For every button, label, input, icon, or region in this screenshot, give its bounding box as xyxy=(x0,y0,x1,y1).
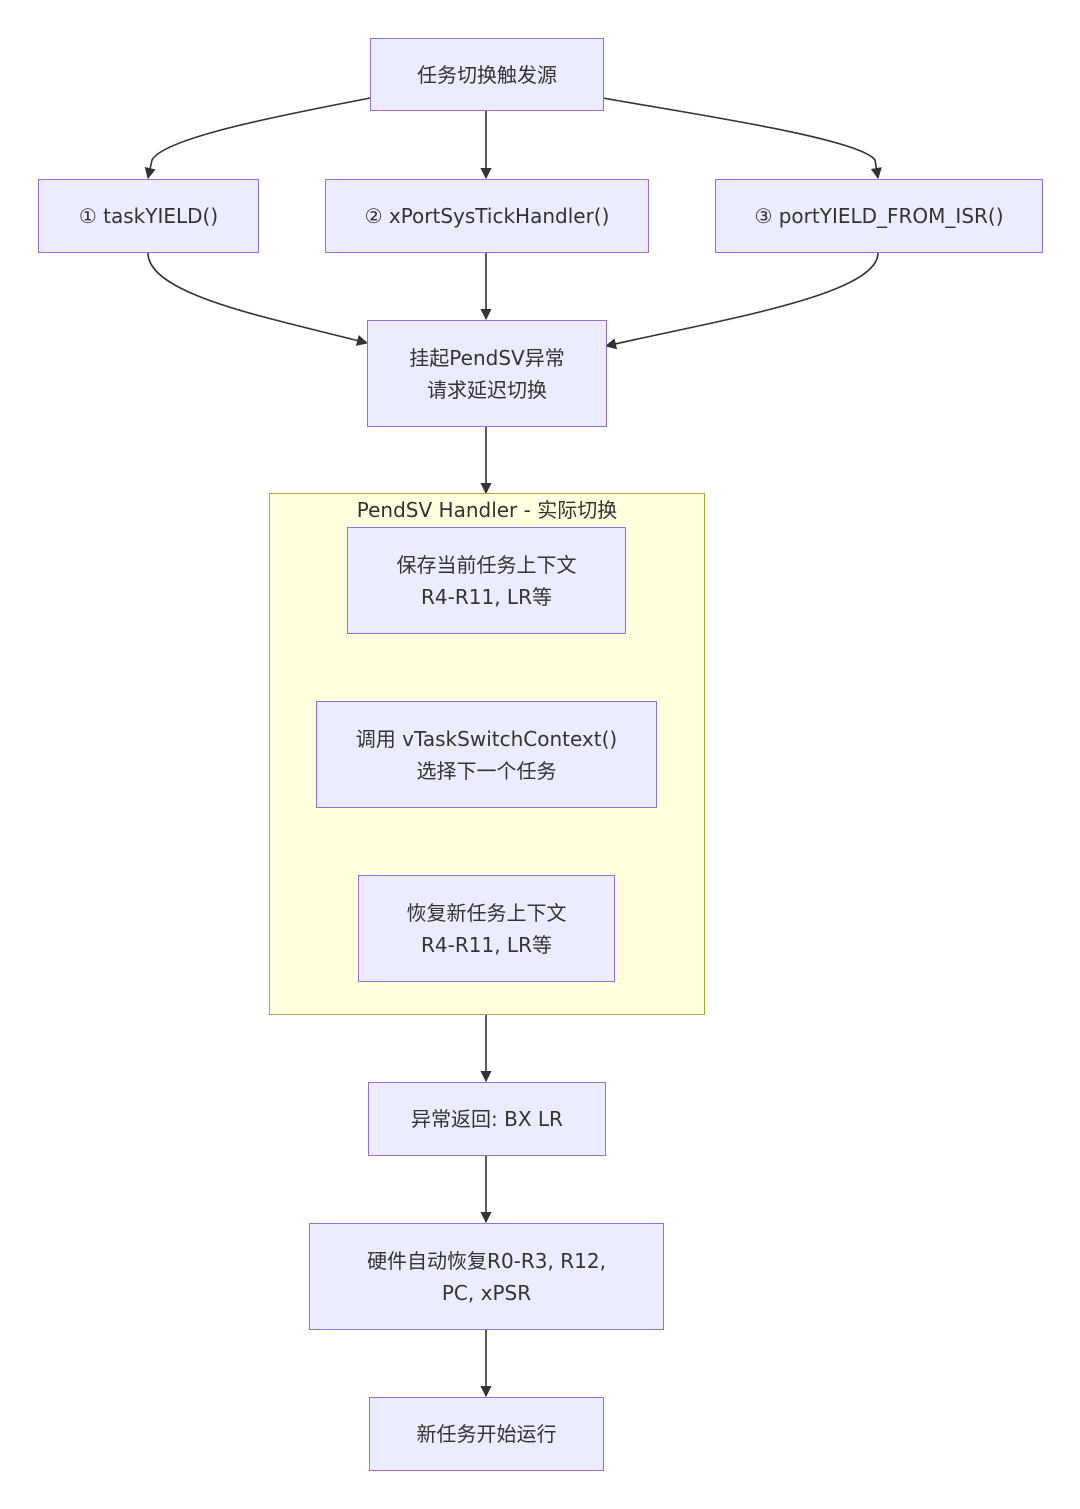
node-task-run: 新任务开始运行 xyxy=(369,1397,604,1471)
node-label-line-1: 挂起PendSV异常 xyxy=(409,345,565,370)
node-switch-context: 调用 vTaskSwitchContext() 选择下一个任务 xyxy=(316,701,657,808)
edge-isr-to-pendsv xyxy=(604,252,879,350)
node-label: ② xPortSysTickHandler() xyxy=(364,204,610,228)
node-label-line-2: 请求延迟切换 xyxy=(427,377,547,402)
node-exception-return: 异常返回: BX LR xyxy=(368,1082,606,1156)
edge-trigger-to-isr xyxy=(602,97,882,180)
node-label-line-1: 保存当前任务上下文 xyxy=(396,552,577,577)
node-save-context: 保存当前任务上下文 R4-R11, LR等 xyxy=(347,527,626,634)
node-hw-restore: 硬件自动恢复R0-R3, R12, PC, xPSR xyxy=(309,1223,664,1330)
node-label: 异常返回: BX LR xyxy=(411,1107,563,1131)
node-label: ① taskYIELD() xyxy=(78,204,219,228)
node-label-line-2: 选择下一个任务 xyxy=(416,758,557,783)
node-trigger-source: 任务切换触发源 xyxy=(370,38,604,111)
node-label: ③ portYIELD_FROM_ISR() xyxy=(754,204,1004,228)
node-label: 任务切换触发源 xyxy=(417,62,557,87)
edge-taskyield-to-pendsv xyxy=(147,252,369,346)
node-restore-context: 恢复新任务上下文 R4-R11, LR等 xyxy=(358,875,615,982)
node-label-line-2: R4-R11, LR等 xyxy=(421,932,552,957)
edge-trigger-to-taskyield xyxy=(144,97,371,180)
node-yield-from-isr: ③ portYIELD_FROM_ISR() xyxy=(715,179,1043,253)
node-label-line-1: 调用 vTaskSwitchContext() xyxy=(355,726,618,751)
node-label-line-1: 硬件自动恢复R0-R3, R12, xyxy=(367,1248,606,1273)
node-label: 新任务开始运行 xyxy=(416,1422,557,1446)
node-label-line-1: 恢复新任务上下文 xyxy=(406,900,567,925)
cluster-title: PendSV Handler - 实际切换 xyxy=(356,498,618,522)
node-label-line-2: PC, xPSR xyxy=(441,1280,532,1305)
node-systick-handler: ② xPortSysTickHandler() xyxy=(325,179,649,253)
node-task-yield: ① taskYIELD() xyxy=(38,179,259,253)
node-pend-pendsv: 挂起PendSV异常 请求延迟切换 xyxy=(367,320,607,427)
node-label-line-2: R4-R11, LR等 xyxy=(421,584,552,609)
